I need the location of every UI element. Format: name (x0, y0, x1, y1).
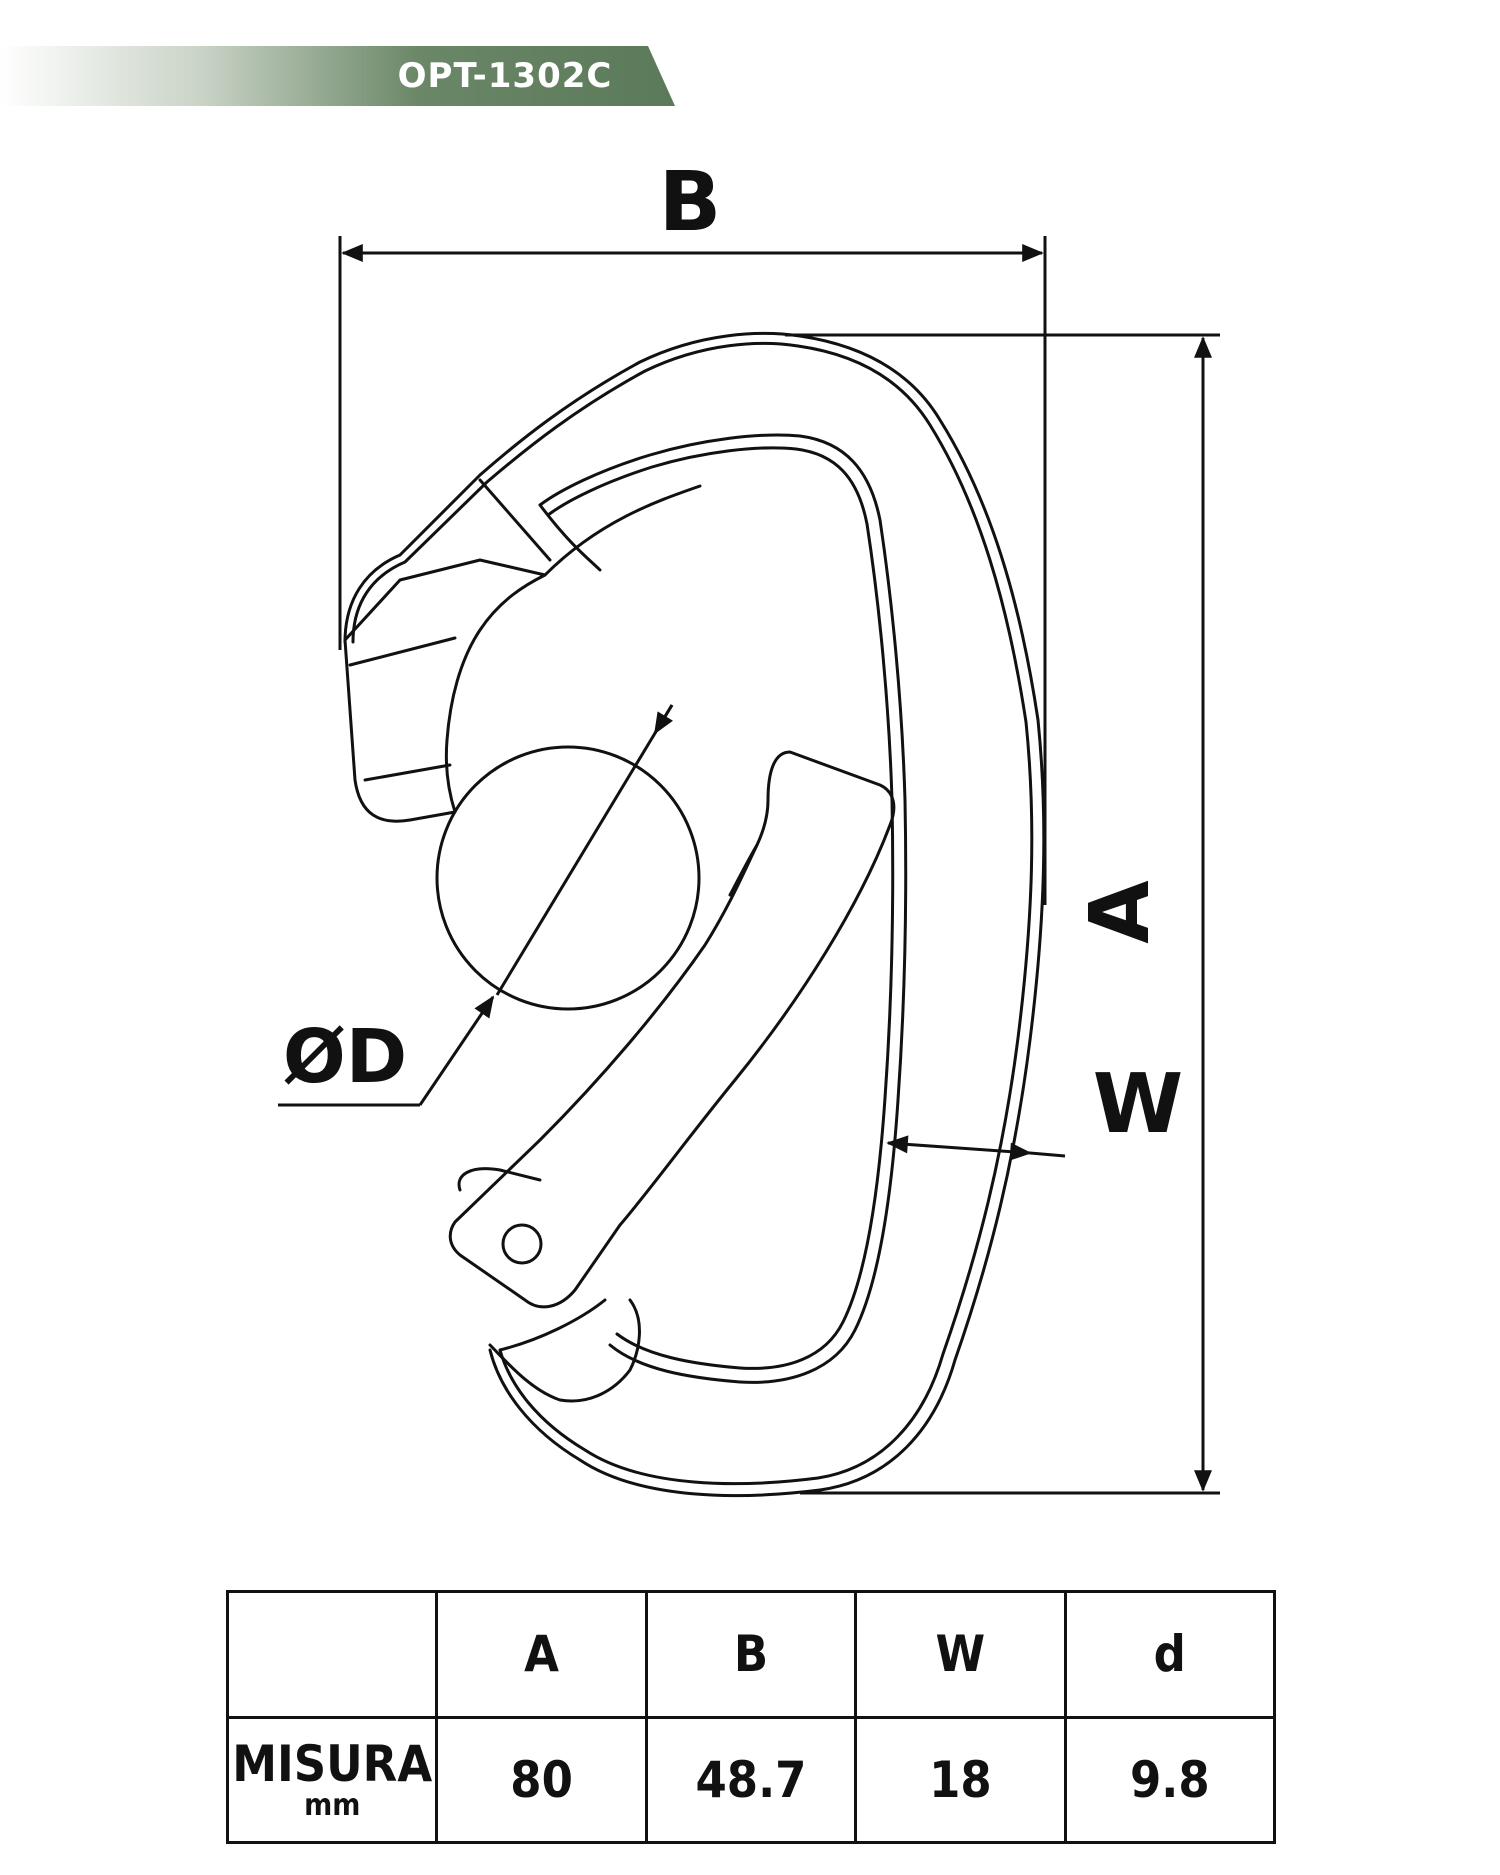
label-d: ØD (283, 1014, 407, 1100)
dimension-d-arrow-top (653, 704, 674, 735)
product-code: OPT-1302C (397, 56, 613, 96)
dimension-d-arrow-bottom (418, 995, 495, 1106)
table-header-cell: B (644, 1590, 858, 1719)
label-b: B (659, 155, 722, 250)
table-row: MISURA mm 80 48.7 18 9.8 (225, 1715, 1277, 1844)
locking-sleeve (488, 1298, 641, 1403)
table-header-cell: d (1063, 1590, 1277, 1719)
carabiner-technical-drawing: B A W ØD (278, 155, 1220, 1498)
dimension-w-extension (1029, 1151, 1066, 1158)
nose-ridge (478, 478, 602, 572)
carabiner-inner-loop (538, 433, 908, 1384)
table-row-label-cell: MISURA mm (225, 1715, 439, 1844)
table-header-cell: W (854, 1590, 1067, 1719)
gate-opening-curve (543, 484, 702, 577)
dimension-d-line (495, 704, 674, 996)
table-header-cell (225, 1590, 439, 1719)
carabiner-outer-outline (343, 331, 1046, 1498)
sleeve-line (498, 1298, 607, 1352)
table-value-cell: 9.8 (1063, 1715, 1277, 1844)
gate-nose-lines (348, 636, 457, 782)
table-header-row: A B W d (225, 1590, 1277, 1719)
row-unit: mm (304, 1787, 361, 1823)
row-label: MISURA (232, 1734, 433, 1793)
dimension-w-line (886, 1135, 1032, 1161)
label-a: A (1073, 880, 1168, 944)
table-value-cell: 48.7 (644, 1715, 858, 1844)
table-value-cell: 18 (854, 1715, 1067, 1844)
gate-body (448, 750, 896, 1309)
rope-circle (435, 745, 701, 1011)
product-banner: OPT-1302C (0, 46, 675, 106)
gate-inner-contour (728, 843, 759, 897)
gate-hinge-block (457, 1167, 542, 1192)
table-value-cell: 80 (435, 1715, 648, 1844)
specification-table: A B W d MISURA mm 80 48.7 18 9.8 (225, 1590, 1277, 1844)
carabiner-inner-loop-edge (546, 446, 895, 1370)
label-w: W (1093, 1057, 1183, 1152)
carabiner-outer-inner-edge (351, 341, 1034, 1486)
gate-nose (343, 558, 547, 823)
table-header-cell: A (435, 1590, 648, 1719)
banner-shape (0, 46, 675, 106)
gate-rivet (501, 1223, 543, 1265)
